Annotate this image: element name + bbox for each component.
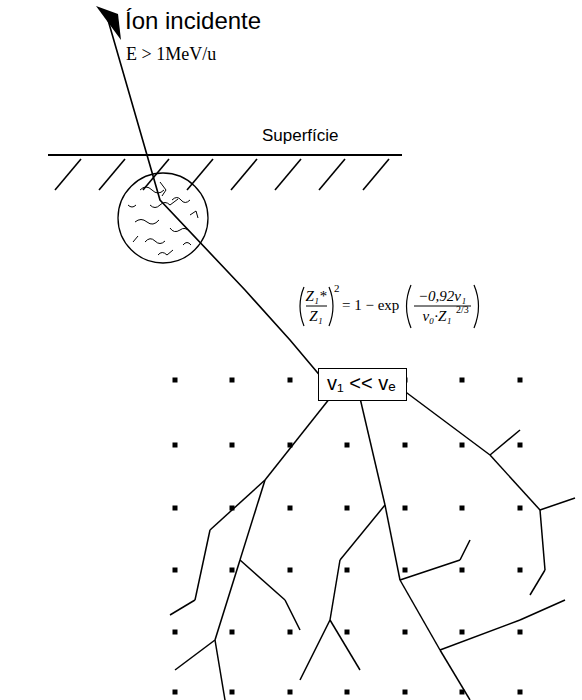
excitation-region — [118, 173, 208, 263]
formula-exponent: 2/3 — [456, 304, 469, 315]
incident-track — [108, 20, 322, 378]
formula-term: = 1 − exp — [342, 297, 399, 314]
velocity-box: v₁ << vₑ — [318, 368, 407, 401]
formula-term: −0,92v₁ — [418, 288, 466, 305]
formula-term: v₀·Z₁ — [422, 308, 451, 325]
energy-label: E > 1MeV/u — [126, 45, 216, 65]
surface-hatch — [55, 159, 389, 190]
electron-tracks — [128, 182, 198, 255]
collision-cascade — [170, 390, 575, 700]
formula-term: Z₁ — [309, 308, 323, 325]
lattice-atoms — [173, 378, 523, 695]
formula-term: Z₁* — [305, 288, 326, 305]
surface-line — [48, 154, 402, 156]
ion-label: Íon incidente — [125, 8, 261, 34]
incident-arrowhead — [96, 6, 121, 40]
condition-text: v₁ << vₑ — [327, 372, 398, 395]
surface-label: Superfície — [262, 127, 339, 146]
formula-parentheses — [300, 285, 479, 328]
formula-exponent: 2 — [334, 282, 340, 294]
